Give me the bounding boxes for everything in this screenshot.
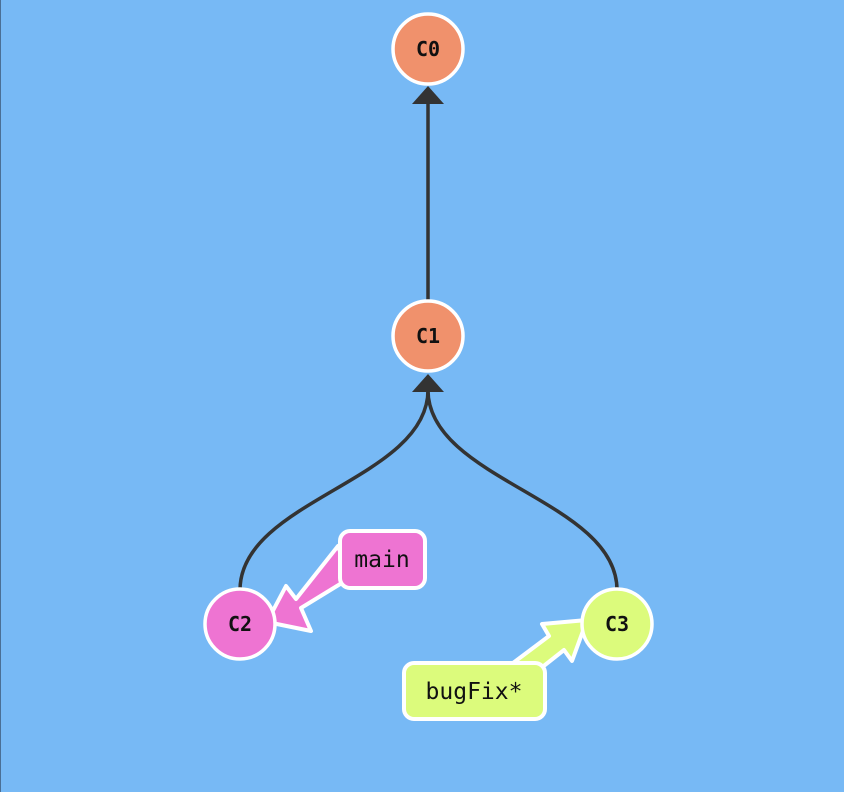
commit-label-c1: C1	[416, 324, 440, 348]
commit-label-c2: C2	[228, 612, 252, 636]
branch-tag-bugfix[interactable]: bugFix*	[402, 661, 547, 721]
commit-edges	[238, 86, 619, 591]
commit-label-c3: C3	[605, 612, 629, 636]
main-branch-arrow[interactable]	[265, 544, 352, 633]
arrowhead-to-c1	[412, 374, 444, 392]
branch-label-bugfix: bugFix*	[426, 679, 523, 705]
commit-node-c2[interactable]: C2	[203, 587, 277, 661]
commit-node-c3[interactable]: C3	[580, 587, 654, 661]
commit-node-c0[interactable]: C0	[391, 12, 465, 86]
arrowhead-to-c0	[412, 86, 444, 104]
branch-tag-main[interactable]: main	[338, 529, 427, 590]
branch-label-main: main	[354, 547, 409, 573]
edge-c3-to-c1	[426, 389, 619, 591]
commit-node-c1[interactable]: C1	[391, 299, 465, 373]
edge-c2-to-c1	[238, 389, 430, 591]
commit-label-c0: C0	[416, 37, 440, 61]
